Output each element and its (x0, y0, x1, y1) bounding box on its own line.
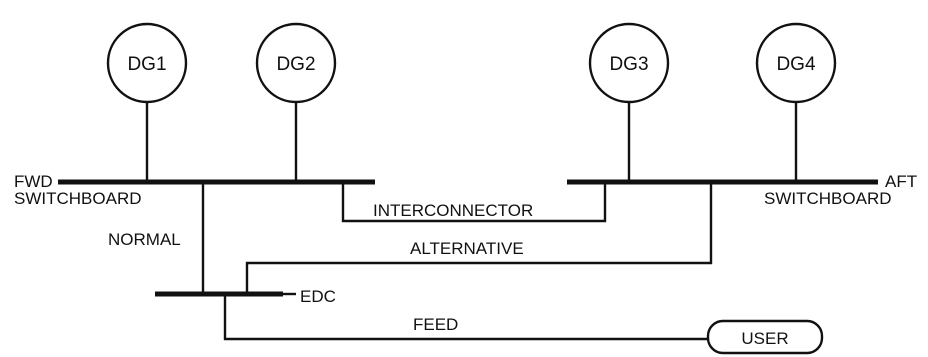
interconnector-label: INTERCONNECTOR (373, 201, 533, 220)
generator-dg3: DG3 (588, 22, 670, 181)
alternative-label: ALTERNATIVE (410, 239, 524, 258)
dg1-label: DG1 (127, 54, 166, 75)
normal-label: NORMAL (108, 230, 181, 249)
fwd-switchboard-label-line2: SWITCHBOARD (14, 189, 142, 208)
generator-dg1: DG1 (106, 22, 188, 181)
user-box (706, 319, 824, 355)
dg1-circle (106, 22, 188, 104)
fwd-switchboard-label-line1: FWD (14, 172, 53, 191)
dg3-circle (588, 22, 670, 104)
generator-dg2: DG2 (255, 22, 337, 181)
dg2-circle (255, 22, 337, 104)
aft-switchboard-label-line2: SWITCHBOARD (764, 189, 892, 208)
dg2-label: DG2 (276, 54, 315, 75)
alternative-feed-line (245, 182, 713, 293)
aft-switchboard-label-line1: AFT (885, 172, 917, 191)
feed-label: FEED (413, 315, 458, 334)
user-label: USER (741, 329, 788, 348)
dg3-label: DG3 (609, 54, 648, 75)
edc-label: EDC (300, 287, 336, 306)
dg4-label: DG4 (776, 54, 816, 75)
dg4-circle (755, 22, 837, 104)
interconnector-line (341, 182, 607, 223)
generator-dg4: DG4 (755, 22, 837, 181)
user-feed-line (223, 294, 708, 341)
